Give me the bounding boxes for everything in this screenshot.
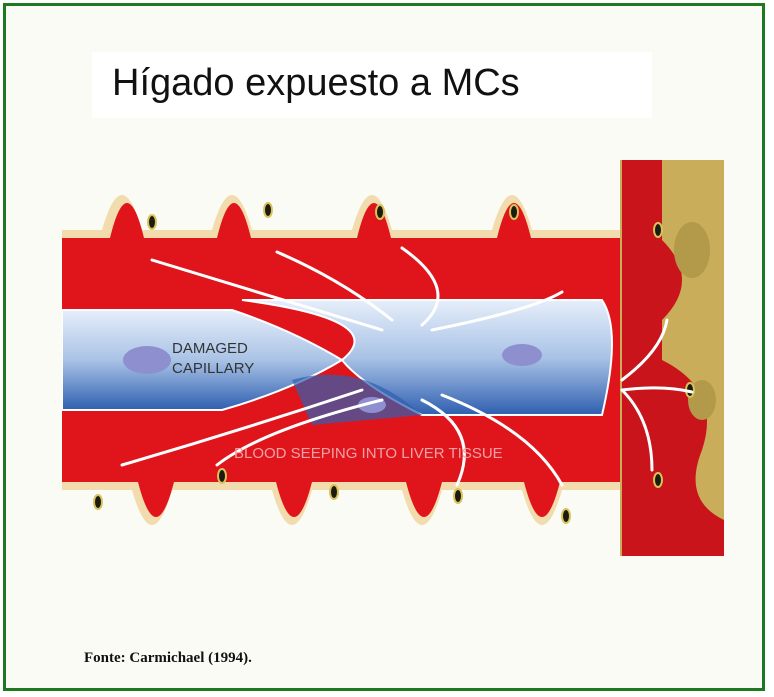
liver-illustration: DAMAGED CAPILLARY BLOOD SEEPING INTO LIV… [62, 160, 724, 556]
source-citation: Fonte: Carmichael (1994). [84, 650, 252, 667]
label-blood-seeping: BLOOD SEEPING INTO LIVER TISSUE [234, 445, 503, 462]
cell-nucleus [123, 346, 171, 374]
label-capillary: CAPILLARY [172, 360, 254, 377]
damaged-capillary [62, 300, 612, 425]
slide-title: Hígado expuesto a MCs [112, 62, 520, 105]
title-box: Hígado expuesto a MCs [92, 52, 652, 118]
label-damaged: DAMAGED [172, 340, 248, 357]
liver-tissue-block [620, 160, 724, 556]
